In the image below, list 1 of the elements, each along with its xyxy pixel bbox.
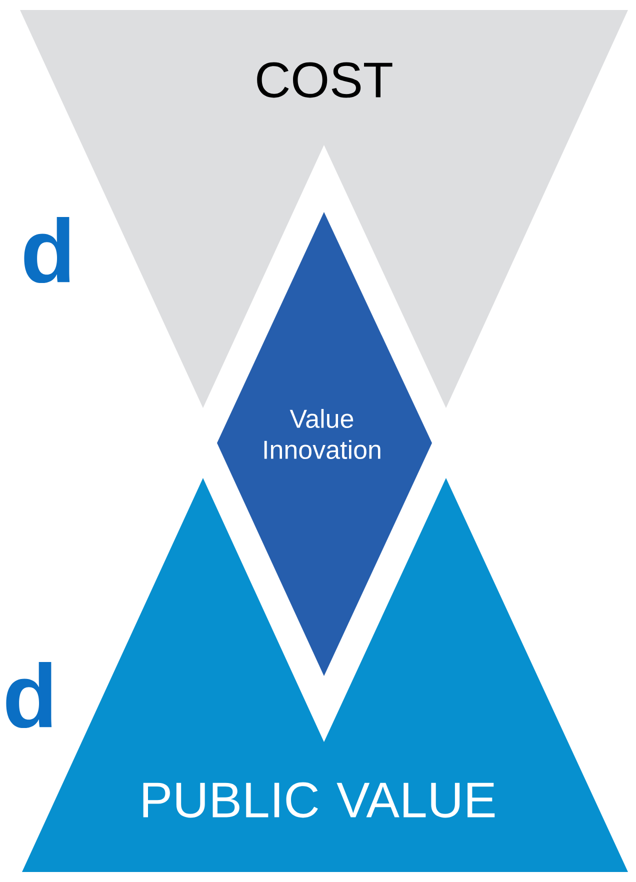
letter: d: [24, 216, 70, 284]
